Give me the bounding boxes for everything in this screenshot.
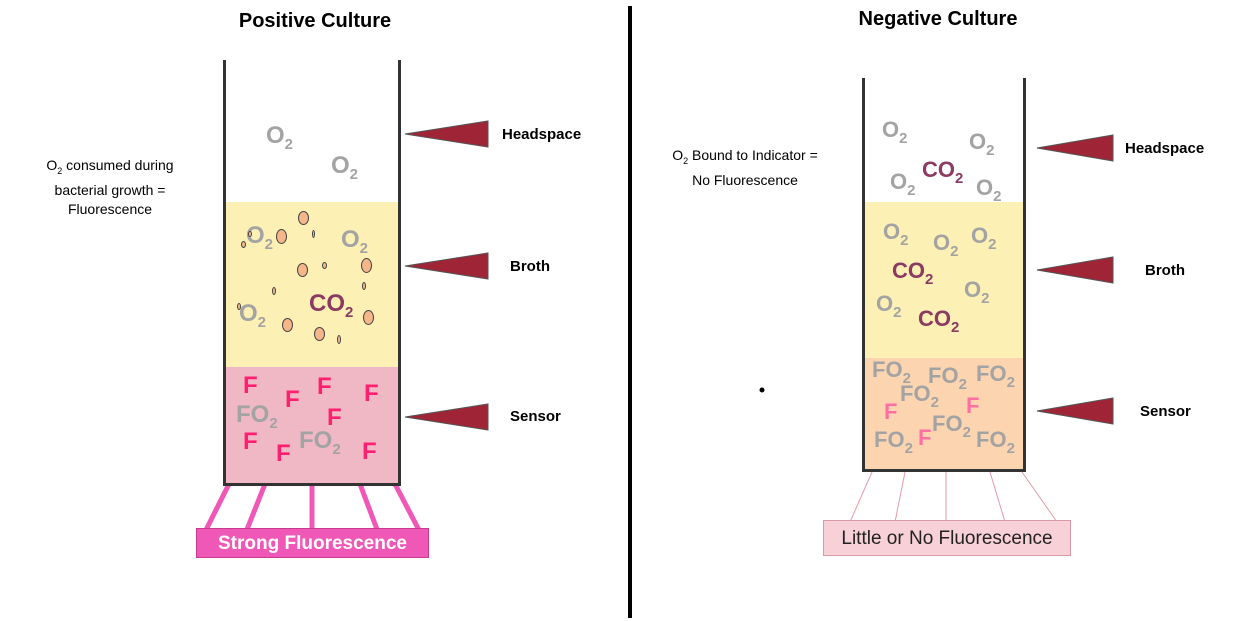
fo2-molecule: FO2: [932, 411, 971, 442]
f-molecule: F: [285, 386, 300, 413]
fo2-molecule: FO2: [236, 401, 278, 433]
bubble-icon: [282, 318, 293, 332]
positive-broth-layer: [226, 202, 398, 367]
o2-molecule: O2: [969, 129, 995, 160]
o2-molecule: O2: [341, 226, 369, 258]
pointer-triangle-icon: [1036, 397, 1114, 425]
bubble-icon: [272, 287, 276, 295]
f-molecule: F: [966, 393, 980, 418]
strong-rays: [202, 482, 423, 534]
f-molecule: F: [243, 372, 258, 399]
co2-molecule: CO2: [309, 290, 354, 322]
fo2-molecule: FO2: [299, 427, 341, 459]
positive-note: O2 consumed during bacterial growth = Fl…: [46, 157, 174, 217]
weak-rays: [849, 471, 1058, 523]
bubble-icon: [337, 335, 341, 344]
o2-molecule: O2: [971, 223, 997, 254]
negative-tube: [862, 78, 1026, 472]
bubble-icon: [241, 241, 246, 248]
strong-fluorescence-banner: Strong Fluorescence: [196, 528, 429, 558]
negative-culture-title: Negative Culture: [858, 8, 1018, 30]
dot-mark: [759, 387, 765, 393]
bubble-icon: [361, 258, 372, 273]
o2-molecule: O2: [883, 219, 909, 250]
f-molecule: F: [327, 404, 342, 431]
o2-molecule: O2: [882, 117, 908, 148]
o2-molecule: O2: [976, 175, 1002, 206]
negative-sensor-layer: [865, 358, 1023, 469]
co2-molecule: CO2: [892, 258, 934, 289]
pointer-triangle-icon: [404, 120, 489, 148]
positive-broth-label: Broth: [510, 258, 550, 275]
o2-molecule: O2: [331, 152, 359, 184]
pointer-triangle-icon: [1036, 256, 1114, 284]
bubble-icon: [298, 211, 309, 225]
f-molecule: F: [362, 438, 377, 465]
bubble-icon: [276, 229, 287, 244]
f-molecule: F: [243, 428, 258, 455]
positive-sensor-label: Sensor: [510, 408, 561, 425]
negative-sensor-label: Sensor: [1140, 403, 1191, 420]
o2-molecule: O2: [933, 230, 959, 261]
fo2-molecule: FO2: [928, 363, 967, 394]
bubble-icon: [314, 327, 325, 341]
co2-molecule: CO2: [918, 306, 960, 337]
f-molecule: F: [884, 399, 898, 424]
f-molecule: F: [317, 373, 332, 400]
center-divider: [628, 6, 632, 618]
o2-molecule: O2: [876, 291, 902, 322]
positive-culture-title: Positive Culture: [238, 10, 392, 32]
fo2-molecule: FO2: [976, 427, 1015, 458]
f-molecule: F: [276, 440, 291, 467]
o2-molecule: O2: [239, 300, 267, 332]
negative-broth-layer: [865, 202, 1023, 358]
bubble-icon: [312, 230, 315, 238]
negative-note: O2 Bound to Indicator = No Fluorescence: [672, 147, 818, 188]
o2-molecule: O2: [246, 222, 274, 254]
positive-headspace-label: Headspace: [502, 126, 582, 143]
pointer-triangle-icon: [1036, 134, 1114, 162]
bubble-icon: [248, 231, 252, 237]
negative-broth-label: Broth: [1145, 262, 1185, 279]
bubble-icon: [363, 310, 374, 325]
fo2-molecule: FO2: [900, 381, 939, 412]
fo2-molecule: FO2: [976, 361, 1015, 392]
pointer-triangle-icon: [404, 403, 489, 431]
o2-molecule: O2: [964, 277, 990, 308]
bubble-icon: [362, 282, 366, 290]
negative-headspace-label: Headspace: [1125, 140, 1205, 157]
fo2-molecule: FO2: [874, 427, 913, 458]
f-molecule: F: [918, 425, 932, 450]
f-molecule: F: [364, 380, 379, 407]
positive-sensor-layer: [226, 367, 398, 483]
bubble-icon: [322, 262, 327, 269]
bubble-icon: [297, 263, 308, 277]
weak-fluorescence-banner: Little or No Fluorescence: [823, 520, 1071, 556]
o2-molecule: O2: [266, 122, 294, 154]
fo2-molecule: FO2: [872, 357, 911, 388]
positive-tube: [223, 60, 401, 486]
o2-molecule: O2: [890, 169, 916, 200]
bubble-icon: [237, 303, 241, 310]
pointer-triangle-icon: [404, 252, 489, 280]
co2-molecule: CO2: [922, 157, 964, 188]
